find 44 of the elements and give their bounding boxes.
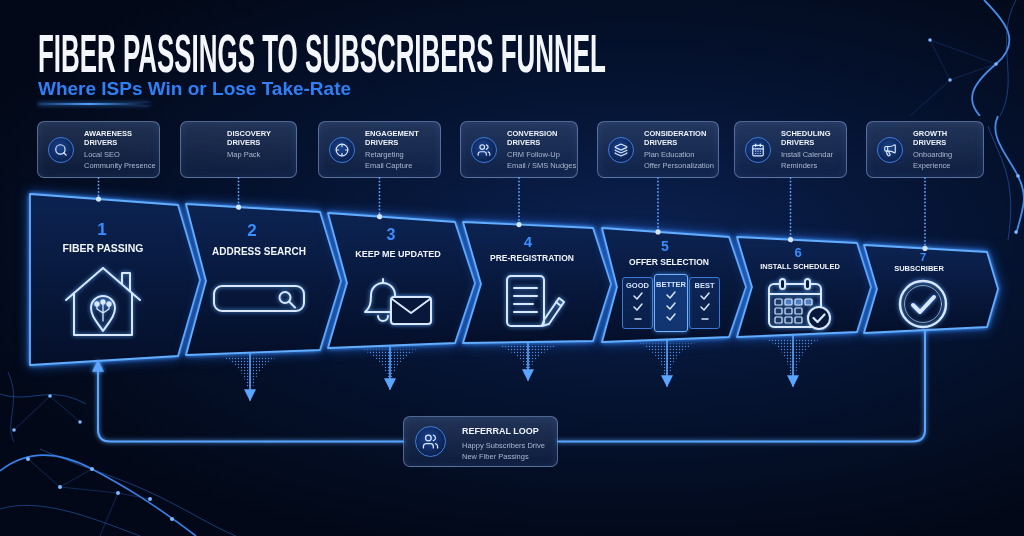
step-title: OFFER SELECTION [629, 257, 709, 267]
chevron-stage [186, 204, 341, 355]
step-title: KEEP ME UPDATED [355, 249, 441, 259]
title: FIBER PASSINGS TO SUBSCRIBERS FUNNEL [38, 26, 606, 80]
driver-card [460, 121, 578, 178]
step-number: 4 [523, 233, 533, 249]
dotted-connector [376, 177, 383, 220]
driver-card [734, 121, 847, 178]
dotted-connector [516, 177, 522, 228]
drop-off-arrow [522, 341, 534, 382]
chevron-stage [737, 237, 871, 337]
step-number: 3 [386, 227, 396, 243]
driver-card [866, 121, 984, 178]
driver-card [597, 121, 719, 178]
driver-card [37, 121, 160, 178]
dotted-connector [235, 177, 242, 210]
step-title: ADDRESS SEARCH [212, 247, 306, 257]
dotted-connector [787, 177, 794, 243]
referral-card [403, 416, 558, 467]
loop-line [557, 329, 926, 443]
step-title: FIBER PASSING [62, 242, 144, 254]
chevron-stage [328, 213, 475, 348]
step-title: PRE-REGISTRATION [490, 253, 574, 263]
chevron-stage [602, 228, 746, 342]
dotted-connector [922, 177, 928, 252]
step-number: 7 [919, 251, 927, 263]
step-number: 6 [794, 245, 802, 259]
chevron-stage [463, 222, 611, 343]
loop-arrow [92, 359, 404, 443]
drop-off-arrow [384, 344, 396, 391]
chevron-stage [864, 245, 998, 333]
chevron-stage [30, 194, 200, 365]
subtitle: Where ISPs Win or Lose Take-Rate [38, 79, 352, 98]
driver-card [318, 121, 441, 178]
step-number: 2 [247, 221, 257, 239]
referral-heading: REFERRAL LOOP [462, 425, 539, 437]
driver-card [180, 121, 297, 178]
drop-off-arrow [787, 333, 799, 388]
drop-off-arrow [244, 351, 256, 402]
dotted-connector [95, 177, 102, 202]
step-number: 1 [97, 220, 107, 238]
drop-off-arrow [661, 338, 673, 388]
step-number: 5 [661, 239, 669, 253]
dotted-connector [655, 177, 661, 235]
